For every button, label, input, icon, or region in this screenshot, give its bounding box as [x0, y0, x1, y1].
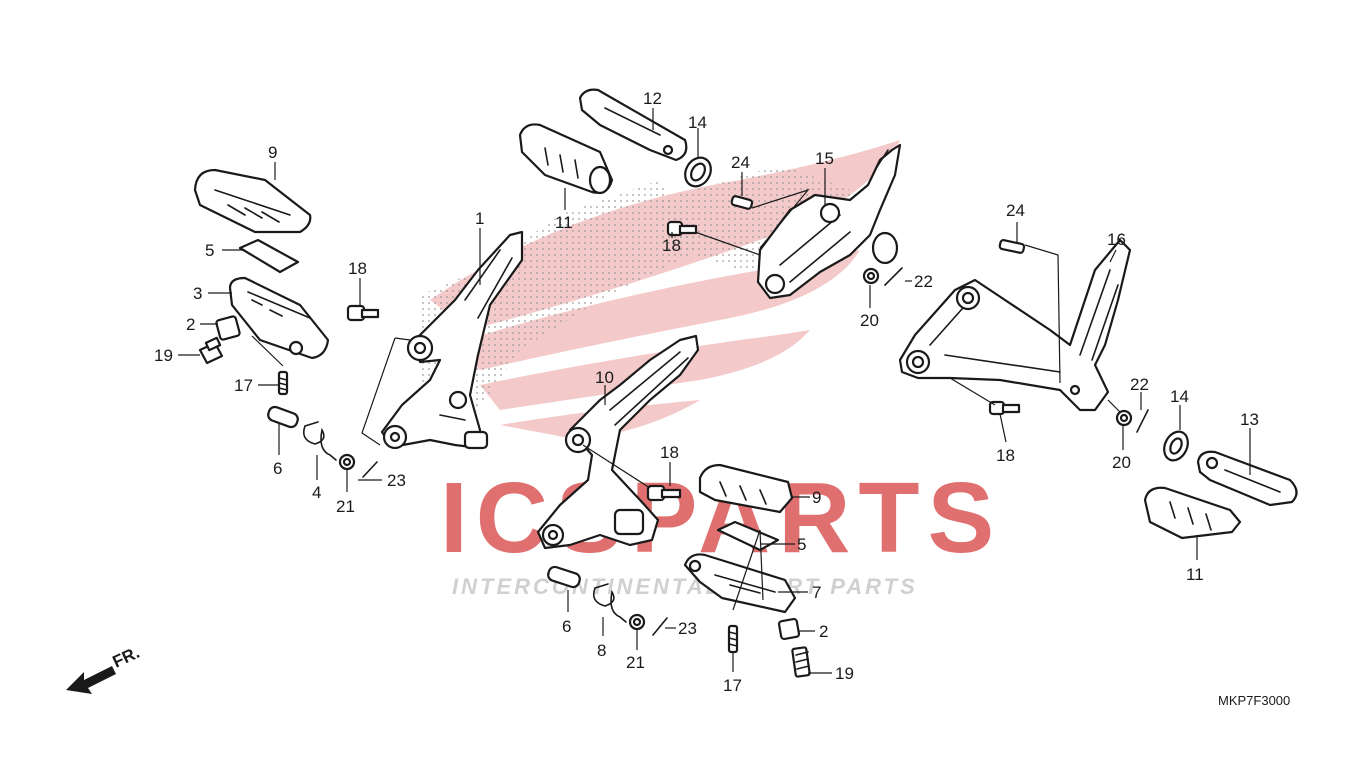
bolt-19-lower: [791, 646, 811, 678]
front-direction-indicator: FR.: [66, 643, 143, 694]
leader-lines: [178, 108, 1251, 674]
callout-11-right: 11: [1186, 565, 1204, 584]
callout-9-left: 9: [268, 143, 277, 162]
footpeg-body-7: [683, 553, 797, 614]
spring-8: [592, 583, 627, 623]
washer-21: [338, 453, 356, 471]
callout-19-left: 19: [154, 346, 173, 365]
pin-24-right: [998, 239, 1026, 254]
washer-14-right: [1163, 430, 1189, 462]
pin-6-lower: [547, 565, 581, 589]
collar-2-lower: [777, 617, 801, 641]
bolt-18-left: [346, 304, 380, 322]
cotter-pin-22-top: [884, 267, 903, 286]
callout-18-center: 18: [662, 236, 681, 255]
callout-labels: 9 5 3 2 19 17 6 4 21 23 1 18 12 14 11 24…: [154, 89, 1259, 695]
front-label: FR.: [110, 643, 143, 672]
callout-5-lower: 5: [797, 535, 806, 554]
footpeg-body-3: [228, 276, 330, 360]
spring-4: [302, 421, 337, 461]
callout-7: 7: [812, 583, 821, 602]
callout-2-lower: 2: [819, 622, 828, 641]
callout-6-left: 6: [273, 459, 282, 478]
callout-2-left: 2: [186, 315, 195, 334]
cotter-pin-23-lower: [652, 617, 668, 636]
bolt-19: [198, 336, 224, 365]
bracket-16: [898, 238, 1132, 412]
washer-20-top: [862, 267, 880, 285]
callout-3: 3: [193, 284, 202, 303]
callout-15: 15: [815, 149, 834, 168]
pin-24-top: [730, 195, 754, 210]
callout-19-lower: 19: [835, 664, 854, 683]
callout-4: 4: [312, 483, 321, 502]
callout-5-left: 5: [205, 241, 214, 260]
callout-6-lower: 6: [562, 617, 571, 636]
lower-footpeg-assembly: [547, 463, 811, 678]
diagram-code: MKP7F3000: [1218, 693, 1290, 708]
callout-8: 8: [597, 641, 606, 660]
callout-1: 1: [475, 209, 484, 228]
callout-14-right: 14: [1170, 387, 1189, 406]
callout-20-right: 20: [1112, 453, 1131, 472]
callout-24-top: 24: [731, 153, 750, 172]
callout-24-right: 24: [1006, 201, 1025, 220]
callout-14-top: 14: [688, 113, 707, 132]
callout-22-top: 22: [914, 272, 933, 291]
plate-5: [238, 238, 300, 274]
callout-22-right: 22: [1130, 375, 1149, 394]
callout-21-lower: 21: [626, 653, 645, 672]
screw-17: [277, 370, 289, 396]
bracket-10: [536, 334, 700, 550]
footpeg-rubber-11-right: [1143, 486, 1242, 540]
callout-12: 12: [643, 89, 662, 108]
upper-center-parts: [518, 88, 754, 237]
washer-20-right: [1115, 409, 1133, 427]
pin-6: [267, 405, 299, 429]
callout-21-left: 21: [336, 497, 355, 516]
callout-16: 16: [1107, 230, 1126, 249]
heel-guard-12: [578, 88, 688, 162]
footpeg-rubber-9-lower: [698, 463, 794, 514]
callout-17-lower: 17: [723, 676, 742, 695]
cotter-pin-22-right: [1136, 409, 1149, 433]
bolt-18-center: [666, 220, 698, 237]
front-arrow-icon: [66, 666, 116, 694]
callout-23-left: 23: [387, 471, 406, 490]
callout-18-right: 18: [996, 446, 1015, 465]
callout-9-lower: 9: [812, 488, 821, 507]
callout-13: 13: [1240, 410, 1259, 429]
callout-18-lower: 18: [660, 443, 679, 462]
bracket-15: [756, 143, 902, 300]
washer-14-top: [684, 156, 712, 188]
plate-5-lower: [716, 520, 780, 552]
heel-guard-13: [1196, 450, 1298, 507]
callout-10: 10: [595, 368, 614, 387]
watermark-subtitle: INTERCONTINENTAL SPORT PARTS: [452, 574, 918, 599]
bolt-18-right: [988, 400, 1021, 416]
callout-23-lower: 23: [678, 619, 697, 638]
main-bracket-1: [380, 230, 524, 450]
cotter-pin-23: [362, 461, 378, 478]
footpeg-rubber-11-top: [518, 123, 614, 195]
left-footpeg-assembly: [193, 168, 380, 478]
screw-17-lower: [727, 624, 739, 654]
bolt-18-lower: [646, 484, 682, 502]
callout-18-left: 18: [348, 259, 367, 278]
callout-20-top: 20: [860, 311, 879, 330]
callout-11-top: 11: [555, 213, 573, 232]
collar-2: [215, 315, 241, 341]
washer-21-lower: [628, 613, 646, 631]
footpeg-rubber-9: [193, 168, 312, 234]
callout-17-left: 17: [234, 376, 253, 395]
